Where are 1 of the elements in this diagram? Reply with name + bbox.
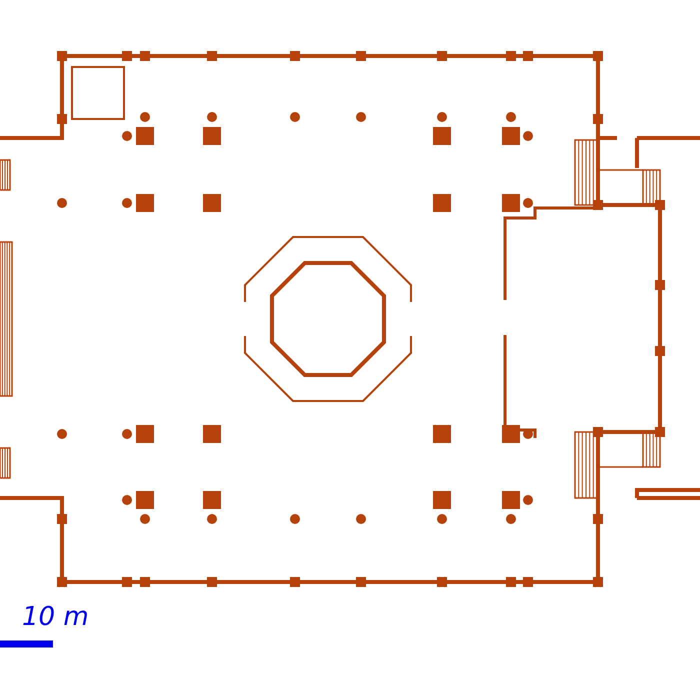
scale-label: 10 m bbox=[22, 602, 89, 632]
